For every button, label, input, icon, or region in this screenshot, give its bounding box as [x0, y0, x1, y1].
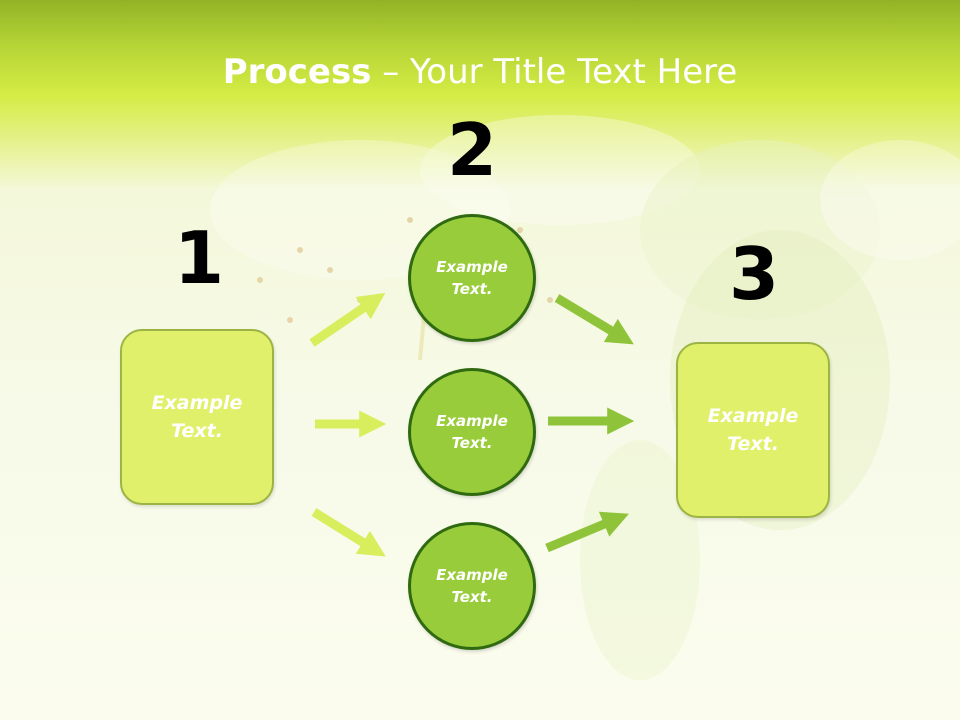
- arrow-top-to-right: [554, 294, 634, 345]
- left-step-box: Example Text.: [120, 329, 274, 505]
- title-rest-part: – Your Title Text Here: [371, 52, 738, 92]
- step-number-2: 2: [446, 108, 498, 192]
- left-step-box-text: Example Text.: [151, 391, 243, 443]
- arrow-left-to-bottom: [311, 508, 386, 557]
- circle-top-text: Example Text.: [436, 257, 508, 299]
- circle-top: Example Text.: [408, 214, 536, 342]
- arrow-left-to-top: [309, 292, 386, 347]
- right-step-box: Example Text.: [676, 342, 830, 518]
- step-number-1: 1: [173, 216, 225, 300]
- circle-bottom-text: Example Text.: [436, 565, 508, 607]
- slide-title: Process – Your Title Text Here: [0, 52, 960, 92]
- step-number-3: 3: [728, 232, 780, 316]
- arrow-bottom-to-right: [545, 511, 629, 553]
- right-step-box-text: Example Text.: [707, 404, 799, 456]
- circle-middle-text: Example Text.: [436, 411, 508, 453]
- circle-middle: Example Text.: [408, 368, 536, 496]
- circle-bottom: Example Text.: [408, 522, 536, 650]
- title-bold-part: Process: [222, 52, 372, 92]
